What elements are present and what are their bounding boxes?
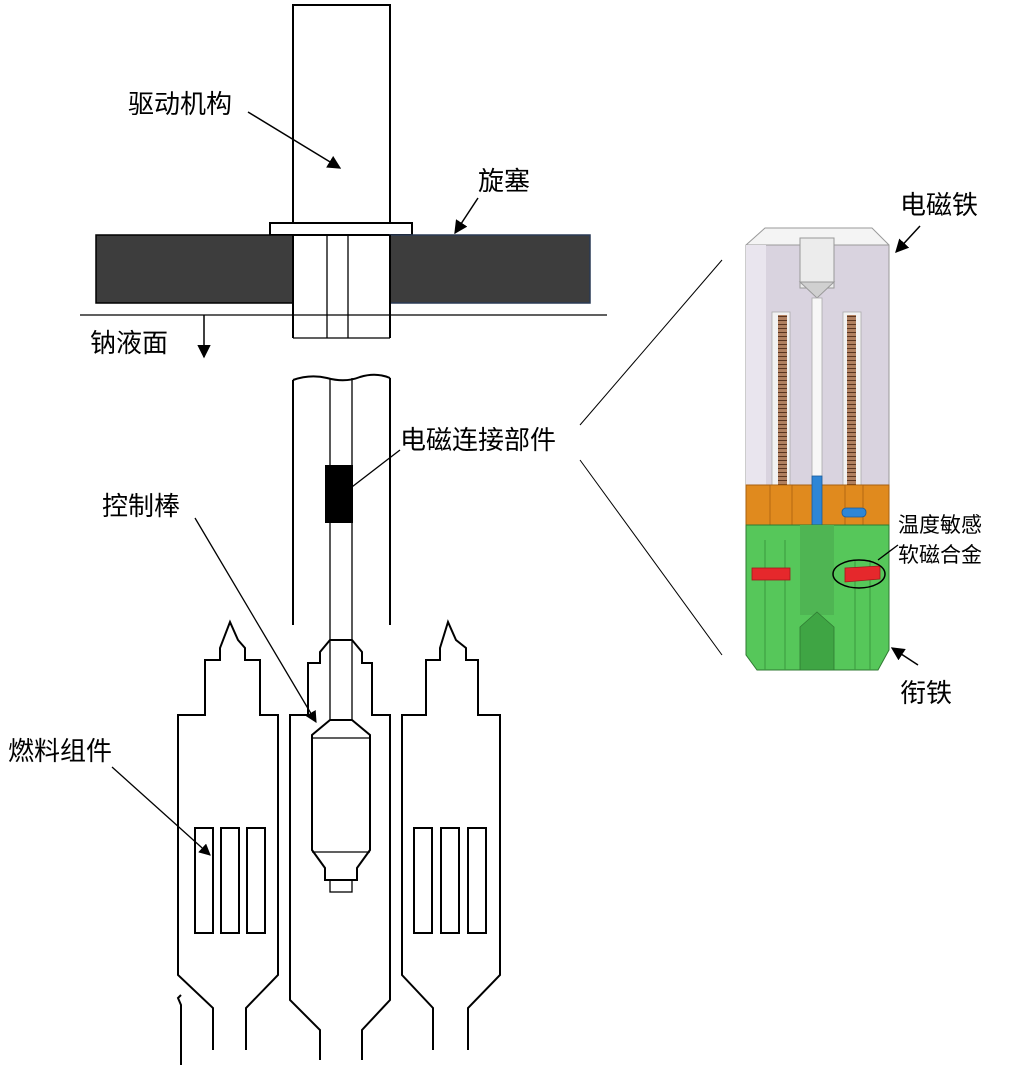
em-coupling-leader [347,449,401,491]
fuel-assembly-leader [111,766,211,856]
label-fuel-assembly: 燃料组件 [8,737,112,767]
label-temp-sensitive: 温度敏感 [898,513,982,537]
label-em-coupling: 电磁连接部件 [400,426,556,456]
drive-shaft [292,235,391,339]
zoom-line-bottom [579,459,723,656]
drive-mechanism [269,4,413,236]
control-rod [311,639,371,893]
label-control-rod: 控制棒 [102,492,180,522]
fuel-assembly-left [176,619,279,1065]
label-drive-mechanism: 驱动机构 [128,90,232,120]
armature-leader [890,647,919,666]
electromagnet-leader [895,225,921,253]
label-soft-magnetic-alloy: 软磁合金 [898,543,982,567]
drive-mechanism-leader [247,111,342,169]
zoom-line-top [579,259,723,426]
label-rotating-plug: 旋塞 [478,167,530,197]
label-armature: 衔铁 [900,679,952,709]
fuel-assembly-right [401,619,501,1050]
rotating-plug [95,234,591,304]
control-rod-leader [194,517,317,724]
label-electromagnet: 电磁铁 [900,191,978,221]
label-sodium-level: 钠液面 [90,329,168,359]
em-coupling-block [325,465,353,523]
alloy-leader [877,544,899,561]
electromagnet-detail [745,227,890,671]
rotating-plug-leader [454,197,479,235]
